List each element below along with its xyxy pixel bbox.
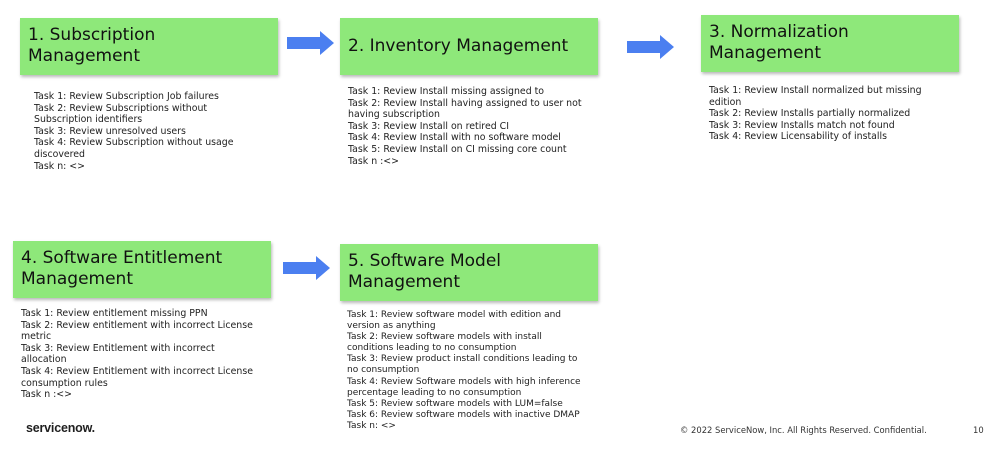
stage-3-title: 3. Normalization Management [709, 22, 849, 63]
list-item: Task 1: Review entitlement missing PPN [21, 308, 208, 319]
list-item: Task 4: Review Subscription without usag… [34, 137, 234, 160]
list-item: Task 4: Review Software models with high… [347, 376, 581, 398]
list-item: Task 2: Review Install having assigned t… [348, 97, 582, 121]
stage-2-title: 2. Inventory Management [348, 36, 569, 56]
right-arrow-icon [287, 31, 334, 55]
stage-4-task-list: Task 1: Review entitlement missing PPN T… [21, 308, 261, 401]
list-item: Task 1: Review software model with editi… [347, 310, 562, 332]
stage-1-title-box: 1. Subscription Management [20, 18, 278, 75]
right-arrow-icon [627, 35, 674, 59]
list-item: Task 2: Review Subscriptions without Sub… [34, 102, 208, 126]
list-item: Task 5: Review Install on CI missing cor… [348, 143, 567, 155]
list-item: Task 4: Review Entitlement with incorrec… [21, 365, 254, 389]
list-item: Task 4: Review Licensability of installs [709, 131, 887, 143]
list-item: Task 3: Review Entitlement with incorrec… [21, 342, 215, 366]
stage-5-title-box: 5. Software Model Management [340, 244, 598, 301]
page-number: 10 [973, 425, 984, 435]
copyright-notice: © 2022 ServiceNow, Inc. All Rights Reser… [680, 425, 927, 435]
stage-3-task-list: Task 1: Review Install normalized but mi… [709, 85, 931, 143]
list-item: Task 2: Review Installs partially normal… [709, 108, 911, 120]
list-item: Task 3: Review unresolved users [34, 125, 186, 137]
list-item: Task 3: Review Install on retired CI [348, 120, 509, 132]
stage-4-title-box: 4. Software Entitlement Management [13, 241, 271, 298]
list-item: Task 2: Review entitlement with incorrec… [21, 319, 253, 343]
list-item: Task 4: Review Install with no software … [348, 132, 561, 144]
list-item: Task 5: Review software models with LUM=… [347, 398, 563, 409]
list-item: Task n: <> [347, 420, 396, 431]
list-item: Task 1: Review Install normalized but mi… [709, 85, 922, 108]
list-item: Task 1: Review Install missing assigned … [348, 86, 545, 97]
list-item: Task 6: Review software models with inac… [347, 409, 580, 420]
stage-3-title-box: 3. Normalization Management [701, 15, 959, 72]
stage-2-title-box: 2. Inventory Management [340, 18, 598, 75]
stage-5-title: 5. Software Model Management [348, 251, 502, 292]
list-item: Task 2: Review software models with inst… [347, 332, 542, 354]
stage-1-task-list: Task 1: Review Subscription Job failures… [34, 91, 246, 172]
stage-2-task-list: Task 1: Review Install missing assigned … [348, 86, 588, 167]
stage-4-title: 4. Software Entitlement Management [21, 248, 223, 289]
list-item: Task 1: Review Subscription Job failures [34, 91, 219, 102]
list-item: Task 3: Review product install condition… [347, 354, 578, 376]
list-item: Task 3: Review Installs match not found [709, 119, 895, 131]
stage-1-title: 1. Subscription Management [28, 25, 156, 66]
list-item: Task n :<> [348, 155, 400, 167]
stage-5-task-list: Task 1: Review software model with editi… [347, 310, 590, 432]
list-item: Task n: <> [34, 160, 86, 172]
servicenow-logo: servicenow. [26, 421, 95, 435]
right-arrow-icon [283, 256, 330, 280]
list-item: Task n :<> [21, 389, 73, 401]
